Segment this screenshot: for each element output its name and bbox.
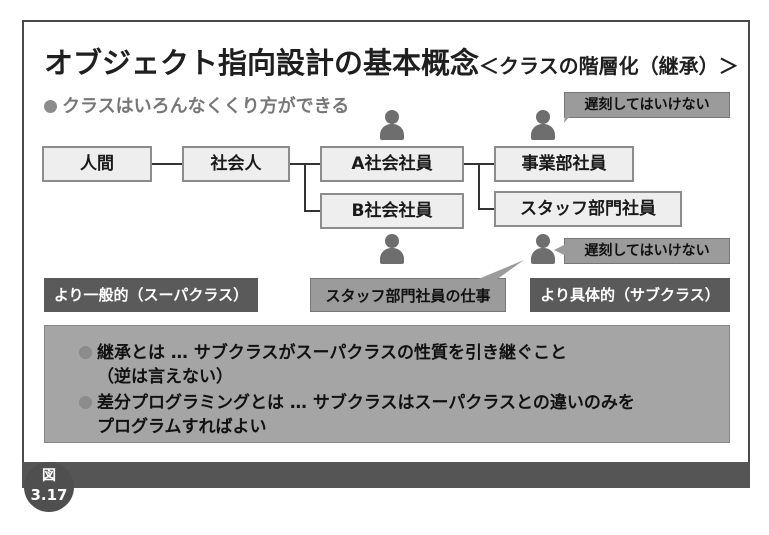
person-icon-b [379, 234, 405, 264]
callout-tail-bottom [554, 244, 566, 256]
notes-panel: 継承とは … サブクラスがスーパクラスの性質を引き継ぐこと （逆は言えない） 差… [44, 325, 730, 443]
callout-tail-staff-work [476, 260, 524, 280]
person-icon-a [379, 110, 405, 140]
connector-adult-b [304, 210, 320, 212]
note-diff-line1: 差分プログラミングとは … サブクラスはスーパクラスとの違いのみを [97, 393, 635, 413]
label-general: より一般的（スーパクラス） [44, 278, 258, 312]
callout-late-top: 遅刻してはいけない [564, 92, 730, 118]
subheading: クラスはいろんなくくり方ができる [44, 92, 349, 118]
person-icon-business [530, 110, 556, 140]
callout-late-bottom: 遅刻してはいけない [564, 238, 730, 264]
class-box-human: 人間 [42, 146, 152, 182]
bullet-icon [79, 346, 92, 359]
label-staff-work: スタッフ部門社員の仕事 [310, 278, 506, 312]
class-box-a-employee: A社会社員 [320, 146, 464, 182]
title-sub: ＜クラスの階層化（継承）＞ [479, 54, 739, 78]
note-inheritance-line1: 継承とは … サブクラスがスーパクラスの性質を引き継ぐこと [97, 343, 567, 363]
bottom-bar [22, 462, 750, 488]
subheading-text: クラスはいろんなくくり方ができる [62, 96, 350, 117]
connector-adult-vertical [304, 163, 306, 212]
callout-tail-top [564, 107, 578, 123]
connector-a-vertical [478, 163, 480, 210]
figure-badge: 図 3.17 [24, 462, 74, 512]
note-inheritance: 継承とは … サブクラスがスーパクラスの性質を引き継ぐこと [79, 338, 567, 363]
class-box-business-dept: 事業部社員 [494, 146, 634, 182]
note-diff-programming: 差分プログラミングとは … サブクラスはスーパクラスとの違いのみを [79, 388, 635, 413]
class-box-b-employee: B社会社員 [320, 193, 464, 229]
bullet-icon [44, 100, 57, 113]
figure-number: 3.17 [30, 486, 68, 504]
title-main: オブジェクト指向設計の基本概念 [44, 46, 480, 80]
note-diff-cont: プログラムすればよい [97, 417, 267, 437]
class-box-staff-dept: スタッフ部門社員 [494, 191, 682, 227]
bullet-icon [79, 396, 92, 409]
slide-frame: オブジェクト指向設計の基本概念＜クラスの階層化（継承）＞ クラスはいろんなくくり… [22, 20, 750, 465]
connector-human-adult [152, 163, 182, 165]
connector-a-staff [478, 208, 494, 210]
note-inheritance-cont: （逆は言えない） [97, 367, 233, 387]
figure-kanji: 図 [42, 468, 56, 484]
person-icon-staff [530, 234, 556, 264]
page-title: オブジェクト指向設計の基本概念＜クラスの階層化（継承）＞ [44, 40, 739, 82]
label-specific: より具体的（サブクラス） [530, 278, 730, 312]
class-box-adult: 社会人 [182, 146, 290, 182]
